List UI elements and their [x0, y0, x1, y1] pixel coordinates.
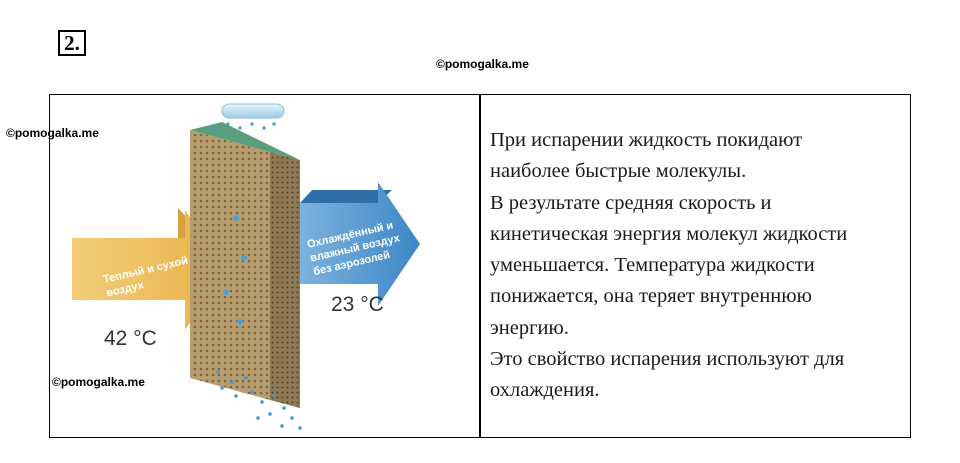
watermark-bottom: ©pomogalka.me [52, 375, 145, 389]
text-line: кинетическая энергия молекул жидкости [490, 222, 848, 245]
text-line: уменьшается. Температура жидкости [490, 254, 815, 277]
table-divider [479, 94, 481, 438]
temperature-out: 23 °C [331, 293, 384, 316]
task-number: 2. [58, 30, 86, 56]
watermark-top: ©pomogalka.me [436, 57, 529, 71]
text-line: В результате средняя скорость и [490, 191, 772, 214]
cool-air-arrow [300, 182, 420, 306]
water-pipe-icon [212, 103, 285, 132]
text-line: понижается, она теряет внутреннюю [490, 285, 812, 308]
text-line: При испарении жидкость покидают [490, 129, 803, 151]
watermark-left: ©pomogalka.me [6, 126, 99, 140]
temperature-in: 42 °C [104, 327, 157, 350]
text-line: энергию. [490, 316, 569, 339]
cooling-pad-icon [190, 122, 300, 408]
text-line: наиболее быстрые молекулы. [490, 160, 747, 183]
explanation-text: При испарении жидкость покидают наиболее… [490, 125, 900, 407]
text-line: Это свойство испарения используют для [490, 348, 845, 371]
text-line: охлаждения. [490, 379, 600, 402]
falling-drops-icon [216, 370, 302, 430]
